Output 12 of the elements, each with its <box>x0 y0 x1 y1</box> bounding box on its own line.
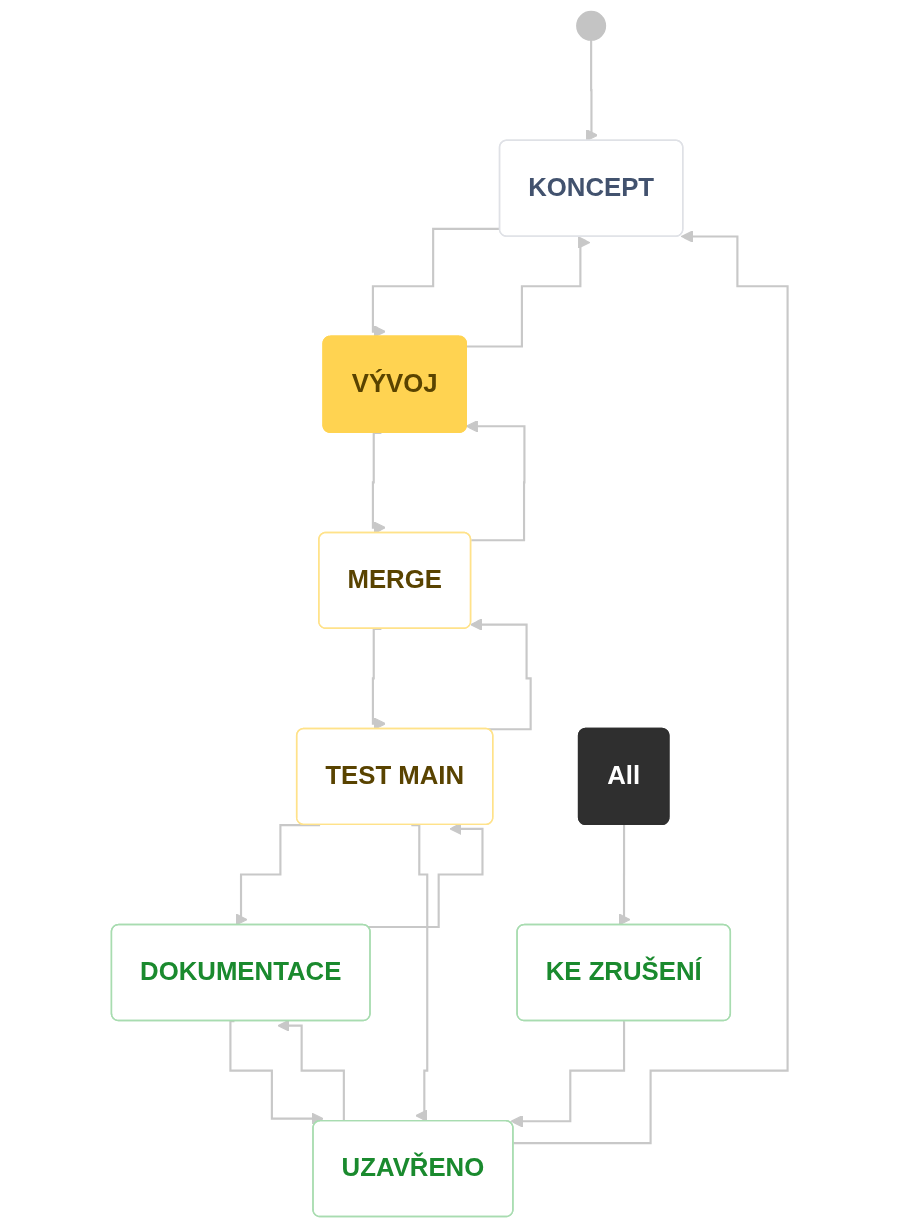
arrow <box>229 1020 324 1125</box>
arrow <box>470 618 532 731</box>
node-circle <box>576 10 607 41</box>
arrow <box>585 39 599 142</box>
arrow <box>618 824 631 926</box>
arrow <box>510 1020 626 1128</box>
arrow <box>467 236 591 348</box>
arrow <box>465 419 526 542</box>
arrow <box>513 230 789 1145</box>
arrow <box>235 824 321 926</box>
arrow <box>371 431 387 534</box>
arrow <box>411 824 429 1122</box>
